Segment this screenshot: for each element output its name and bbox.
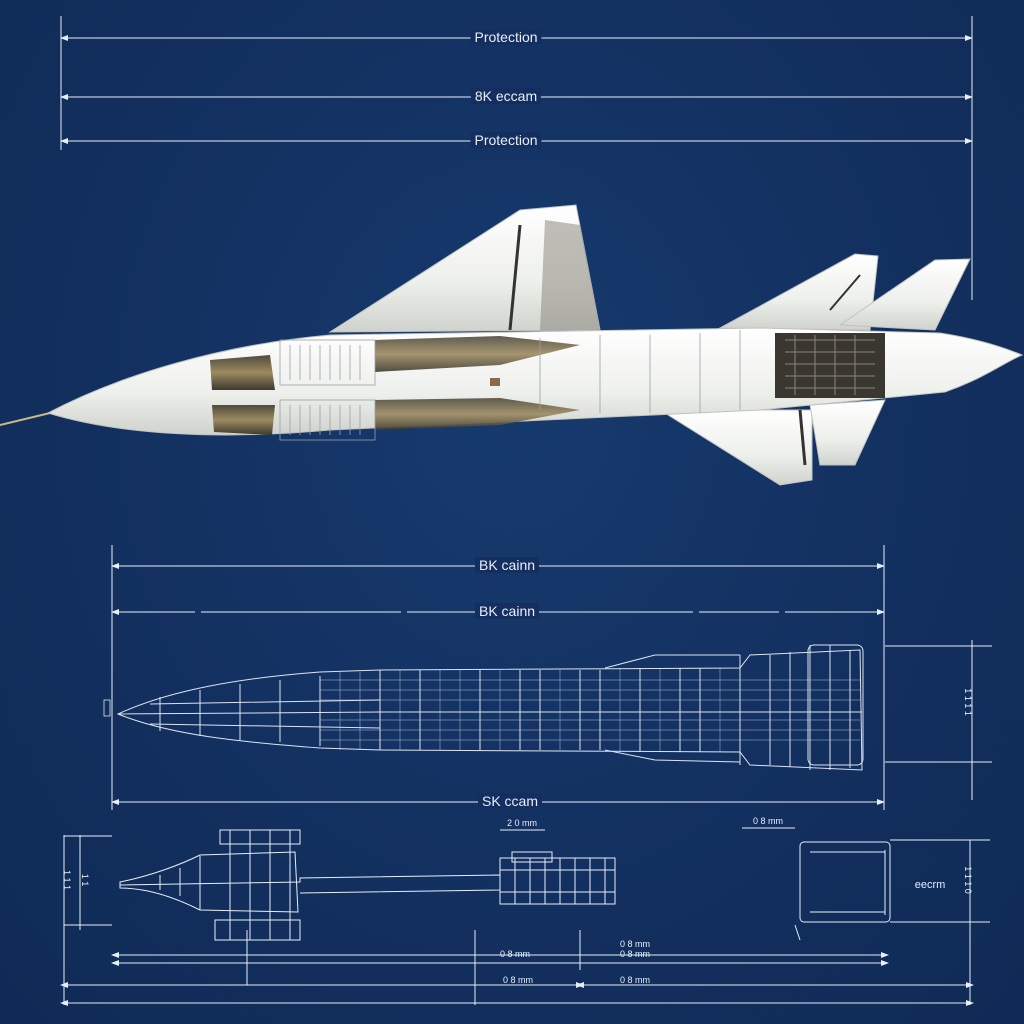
mid-dim-label-1: BK cainn — [474, 557, 540, 573]
bottom-dim-b: 0 8 mm — [499, 949, 531, 959]
wireframe-side-view — [103, 644, 864, 771]
wireframe-components — [119, 829, 891, 941]
bottom-dim-e: 0 8 mm — [619, 975, 651, 985]
bottom-dim-mid-top: 2 0 mm — [506, 818, 538, 828]
right-bottom-mark: 1 1 1 0 — [963, 866, 973, 894]
bottom-dim-a: 0 8 mm — [619, 939, 651, 949]
left-bottom-mark: 1 1 1 — [62, 869, 72, 891]
top-dim-label-3: Protection — [470, 132, 542, 148]
left-mid-mark: 1 1 — [80, 873, 90, 887]
bottom-dim-right-top: 0 8 mm — [752, 816, 784, 826]
aircraft-top-view — [0, 204, 1024, 486]
mid-dim-label-bottom: SK ccam — [477, 793, 543, 809]
bottom-dim-c: 0 8 mm — [619, 949, 651, 959]
top-dim-label-1: Protection — [470, 29, 542, 45]
mid-dim-label-2: BK cainn — [474, 603, 540, 619]
bottom-right-label: eecrm — [914, 879, 946, 891]
bottom-dim-d: 0 8 mm — [502, 975, 534, 985]
right-mid-mark: 1 1 1 1 — [963, 688, 973, 716]
bottom-dimension-lines — [60, 827, 990, 1006]
top-dim-label-2: 8K eccam — [470, 88, 542, 104]
